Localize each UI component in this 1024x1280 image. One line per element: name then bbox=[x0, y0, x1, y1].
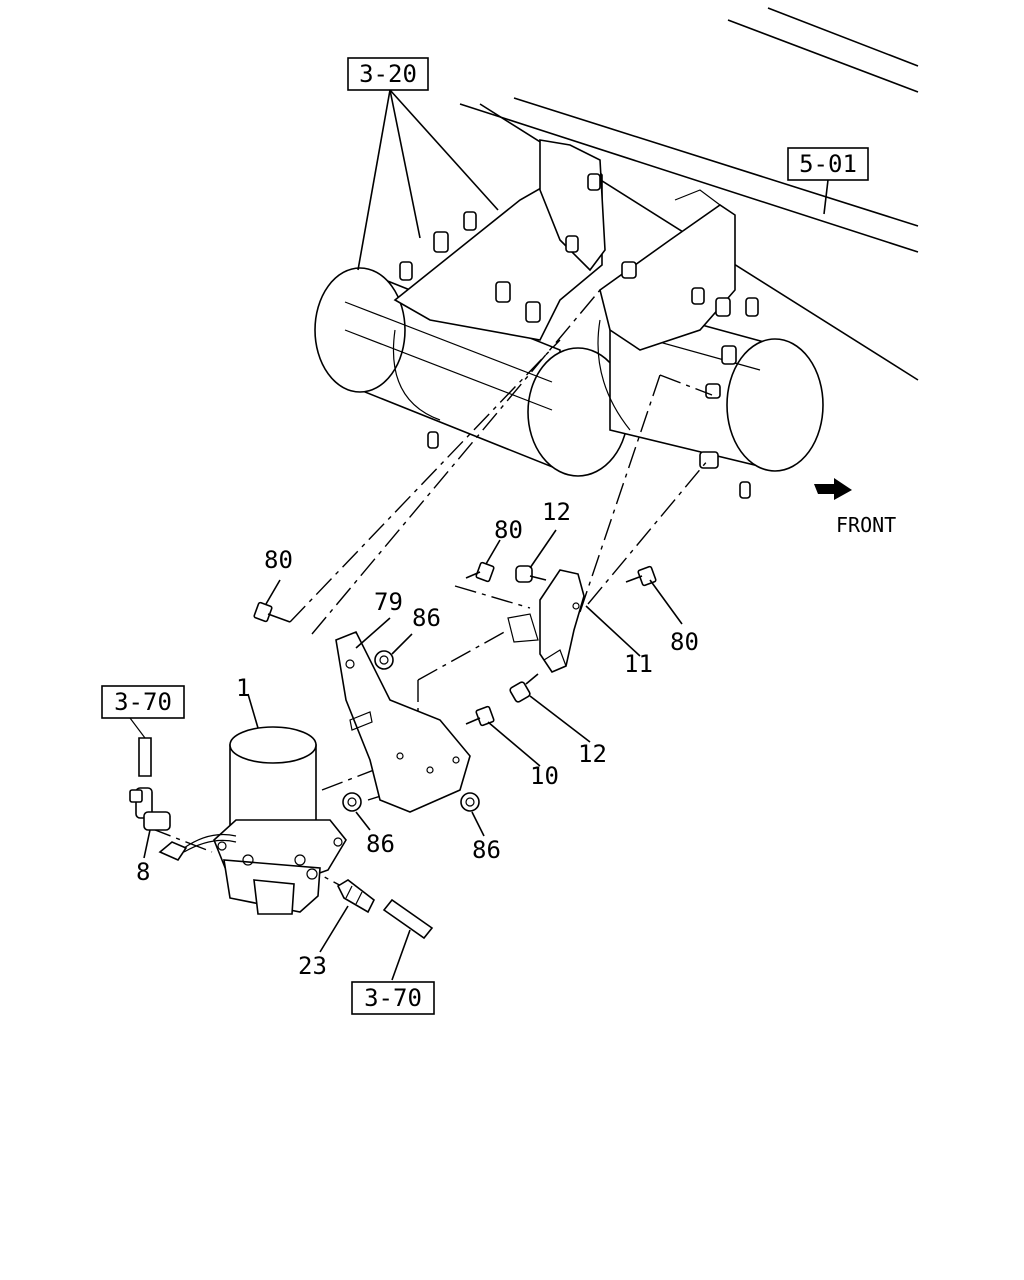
nut-86-upper bbox=[374, 650, 394, 670]
callout-79: 79 bbox=[374, 588, 403, 616]
callout-86-upper: 86 bbox=[412, 604, 441, 632]
bolt-80-left bbox=[253, 601, 291, 623]
callout-23: 23 bbox=[298, 952, 327, 980]
tank-brackets bbox=[392, 139, 736, 431]
elbow-fitting-8 bbox=[129, 787, 171, 831]
callout-11: 11 bbox=[624, 650, 653, 678]
callout-80-right: 80 bbox=[670, 628, 699, 656]
bracket-11 bbox=[507, 569, 585, 673]
bolt-12-lower bbox=[509, 673, 539, 703]
air-dryer bbox=[158, 726, 347, 915]
bolt-12-upper bbox=[515, 565, 547, 583]
nut-86-right bbox=[460, 792, 480, 812]
callout-12-lower: 12 bbox=[578, 740, 607, 768]
callout-12-upper: 12 bbox=[542, 498, 571, 526]
leader-3-20 bbox=[357, 89, 499, 271]
alignment-lines bbox=[149, 289, 713, 889]
svg-text:3-70: 3-70 bbox=[114, 688, 172, 716]
svg-text:3-70: 3-70 bbox=[364, 984, 422, 1012]
callout-leaders bbox=[143, 529, 683, 981]
callout-8: 8 bbox=[136, 858, 150, 886]
leader-5-01 bbox=[823, 179, 829, 215]
callout-80-center: 80 bbox=[494, 516, 523, 544]
callout-10: 10 bbox=[530, 762, 559, 790]
tank-fittings bbox=[399, 173, 759, 499]
callout-86-left: 86 bbox=[366, 830, 395, 858]
front-arrow-icon bbox=[814, 478, 852, 500]
ref-box-3-20: 3-20 bbox=[347, 57, 429, 91]
bolt-10 bbox=[465, 705, 495, 727]
air-tank-left bbox=[314, 267, 629, 477]
connector-23 bbox=[336, 879, 376, 914]
tube-lower bbox=[382, 898, 434, 940]
callout-86-right: 86 bbox=[472, 836, 501, 864]
bracket-79 bbox=[335, 630, 471, 813]
svg-text:5-01: 5-01 bbox=[799, 150, 857, 178]
front-label: FRONT bbox=[836, 513, 896, 537]
callout-1: 1 bbox=[236, 674, 250, 702]
nut-86-left bbox=[342, 792, 362, 812]
ref-box-5-01: 5-01 bbox=[787, 147, 869, 181]
ref-box-3-70-upper: 3-70 bbox=[101, 685, 185, 719]
ref-box-3-70-lower: 3-70 bbox=[351, 981, 435, 1015]
bolt-80-center bbox=[465, 561, 495, 583]
svg-text:3-20: 3-20 bbox=[359, 60, 417, 88]
tube-upper bbox=[129, 717, 152, 777]
callout-80-left: 80 bbox=[264, 546, 293, 574]
